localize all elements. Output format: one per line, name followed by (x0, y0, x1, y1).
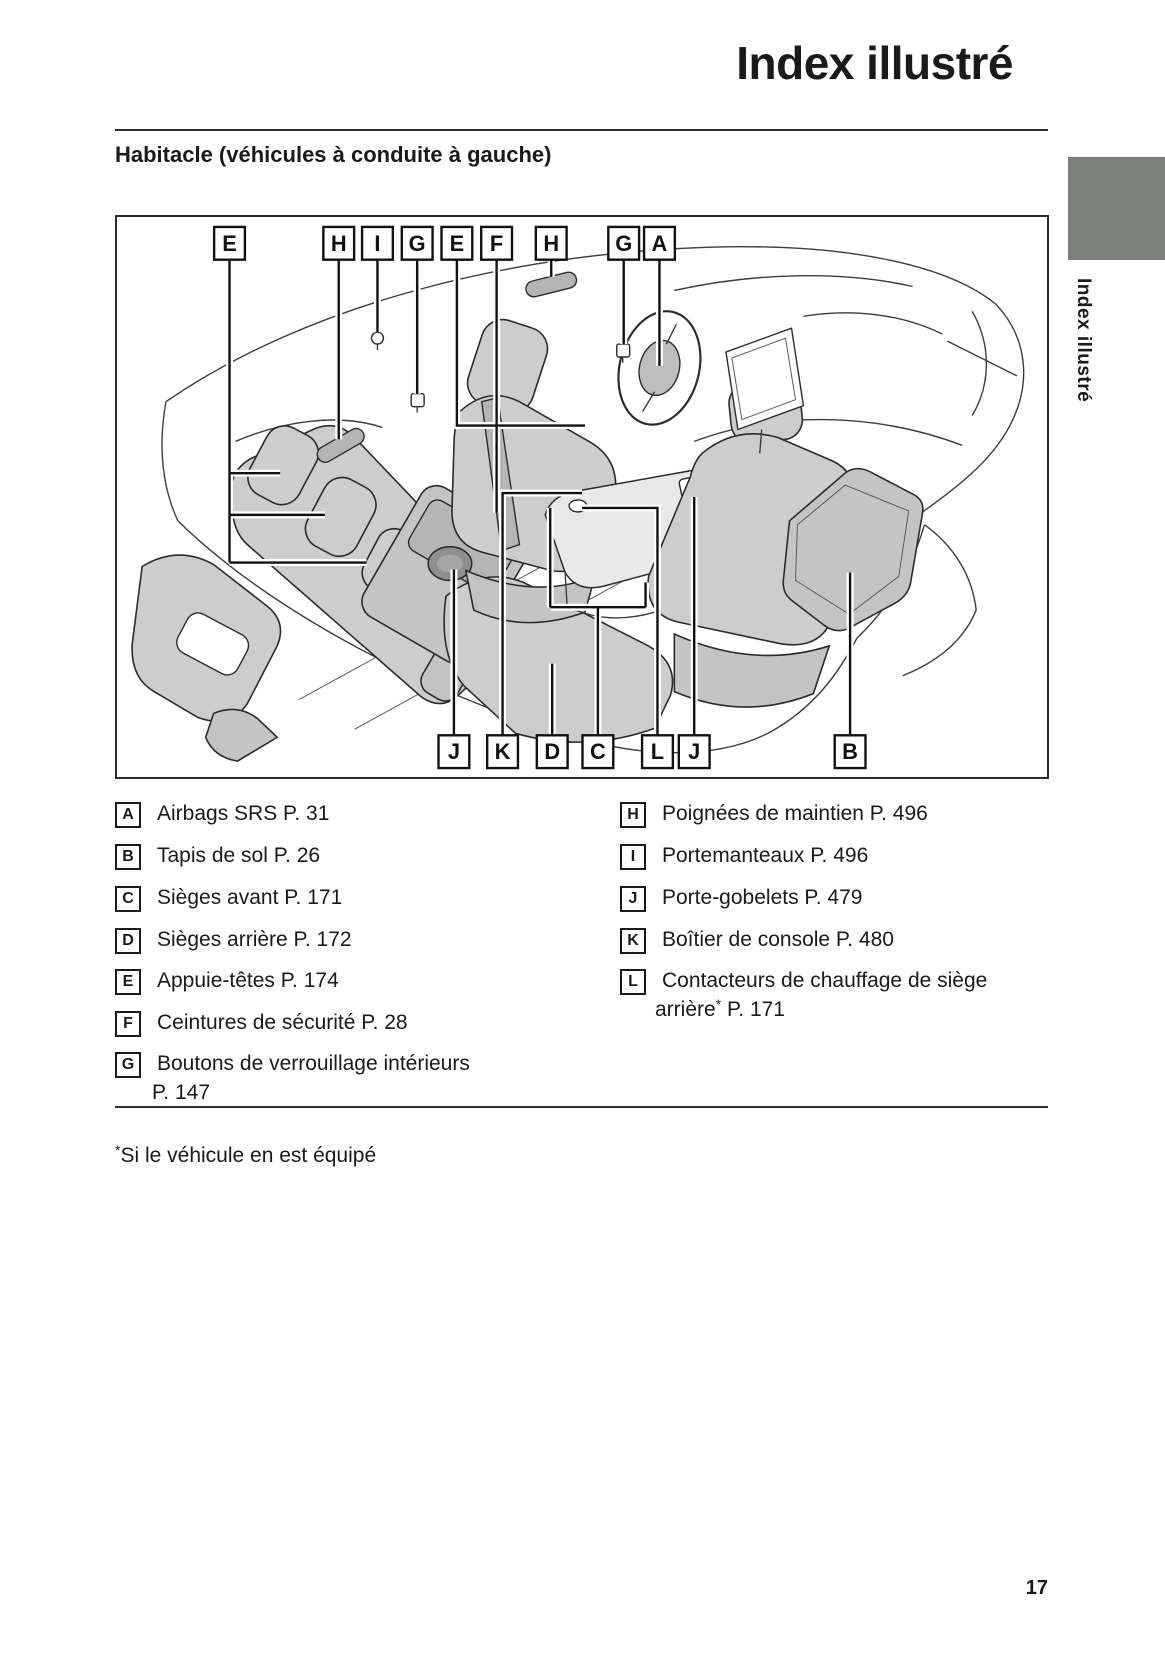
legend-item-J: J Porte-gobelets P. 479 (620, 884, 862, 912)
svg-text:L: L (651, 739, 664, 764)
rear-headrest-2 (304, 476, 377, 558)
legend-text: Appuie-têtes P. 174 (157, 969, 339, 992)
callout-label: K (485, 734, 520, 770)
legend-text: Poignées de maintien P. 496 (662, 802, 928, 825)
svg-text:D: D (544, 739, 560, 764)
legend-letter-box: F (115, 1011, 141, 1037)
page-title: Index illustré (736, 37, 1013, 89)
svg-text:E: E (450, 231, 465, 256)
svg-text:B: B (842, 739, 858, 764)
svg-text:E: E (222, 231, 237, 256)
callout-label: C (581, 734, 615, 770)
grab-handle-front (525, 271, 578, 298)
callout-label: F (480, 225, 514, 261)
legend-text: Sièges avant P. 171 (157, 886, 343, 909)
door-lock-button-rear (410, 393, 425, 413)
rear-left-seat-section (131, 554, 282, 762)
legend-item-D: D Sièges arrière P. 172 (115, 926, 352, 954)
callout-label: I (360, 225, 395, 261)
asterisk-marker: * (715, 996, 722, 1012)
legend-text-part: arrière (655, 998, 716, 1021)
legend-letter-box: C (115, 886, 141, 912)
legend-letter-box: H (620, 802, 646, 828)
legend-text: Boutons de verrouillage intérieurs (157, 1052, 470, 1075)
callout-label: D (535, 734, 569, 770)
svg-text:J: J (688, 739, 700, 764)
legend-text-continued: P. 147 (152, 1081, 211, 1104)
legend-text: Ceintures de sécurité P. 28 (157, 1011, 408, 1034)
footnote: *Si le véhicule en est équipé (115, 1142, 377, 1168)
svg-text:G: G (409, 231, 426, 256)
callout-label: G (400, 225, 434, 261)
legend-item-H: H Poignées de maintien P. 496 (620, 800, 928, 828)
svg-text:A: A (652, 231, 668, 256)
floor-mat (782, 467, 924, 632)
multimedia-display (725, 327, 805, 454)
callout-label: L (640, 734, 675, 770)
legend-text: Airbags SRS P. 31 (157, 802, 330, 825)
legend-item-B: B Tapis de sol P. 26 (115, 842, 320, 870)
legend-text-continued: arrière* P. 171 (655, 996, 785, 1025)
legend-letter-box: K (620, 928, 646, 954)
legend-letter-box: L (620, 969, 646, 995)
legend-divider (115, 1106, 1048, 1108)
legend-letter-box: G (115, 1052, 141, 1078)
callout-label: A (642, 225, 677, 261)
illustration-frame: E H I G E F H G A J K D C L J B (115, 215, 1049, 779)
svg-text:H: H (331, 231, 347, 256)
svg-text:J: J (448, 739, 460, 764)
svg-text:I: I (374, 231, 380, 256)
legend-item-L: L Contacteurs de chauffage de siège (620, 967, 987, 995)
legend-letter-box: B (115, 844, 141, 870)
svg-text:C: C (590, 739, 606, 764)
section-heading: Habitacle (véhicules à conduite à gauche… (115, 142, 552, 167)
legend-item-C: C Sièges avant P. 171 (115, 884, 342, 912)
svg-text:G: G (615, 231, 632, 256)
callout-label: J (677, 734, 711, 770)
steering-wheel (617, 310, 702, 426)
callout-label: B (833, 734, 867, 770)
legend-text: Contacteurs de chauffage de siège (662, 969, 988, 992)
legend-item-E: E Appuie-têtes P. 174 (115, 967, 339, 995)
legend-item-K: K Boîtier de console P. 480 (620, 926, 894, 954)
legend-item-I: I Portemanteaux P. 496 (620, 842, 868, 870)
callout-label: E (440, 225, 474, 261)
legend-text: Porte-gobelets P. 479 (662, 886, 863, 909)
cabin-illustration: E H I G E F H G A J K D C L J B (131, 225, 1025, 770)
bottom-callout-labels: J K D C L J B (437, 734, 867, 770)
coat-hook (370, 331, 385, 351)
side-tab-label: Index illustré (1073, 278, 1094, 403)
svg-text:H: H (543, 231, 559, 256)
callout-label: J (437, 734, 471, 770)
legend-text: Portemanteaux P. 496 (662, 844, 869, 867)
chapter-tab-marker (1068, 157, 1165, 260)
svg-text:F: F (490, 231, 503, 256)
legend-letter-box: A (115, 802, 141, 828)
top-callout-labels: E H I G E F H G A (212, 225, 677, 261)
leader-lines (226, 259, 854, 736)
legend-text: Sièges arrière P. 172 (157, 928, 352, 951)
svg-text:K: K (495, 739, 511, 764)
callout-label: H (534, 225, 568, 261)
legend-letter-box: E (115, 969, 141, 995)
footnote-text: Si le véhicule en est équipé (120, 1144, 377, 1167)
callout-label: H (322, 225, 356, 261)
legend-item-A: A Airbags SRS P. 31 (115, 800, 329, 828)
page-number: 17 (1025, 1577, 1048, 1599)
legend-letter-box: D (115, 928, 141, 954)
asterisk-marker: * (115, 1142, 121, 1158)
callout-label: E (212, 225, 247, 261)
title-divider (115, 129, 1048, 131)
legend-letter-box: J (620, 886, 646, 912)
legend-letter-box: I (620, 844, 646, 870)
rear-headrest-1 (247, 425, 320, 506)
legend-text: Tapis de sol P. 26 (157, 844, 321, 867)
legend-item-F: F Ceintures de sécurité P. 28 (115, 1009, 408, 1037)
legend-item-G: G Boutons de verrouillage intérieurs (115, 1050, 470, 1078)
callout-label: G (607, 225, 641, 261)
legend-text: Boîtier de console P. 480 (662, 928, 894, 951)
legend-text-part: P. 171 (721, 998, 785, 1021)
